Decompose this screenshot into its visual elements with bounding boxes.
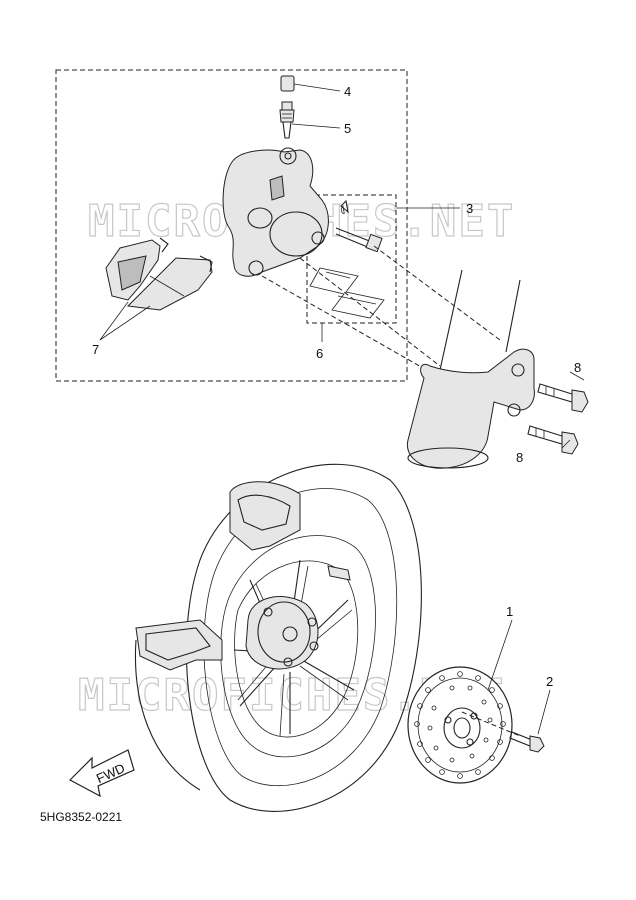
callout-4: 4 — [344, 84, 351, 99]
diagram-code: 5HG8352-0221 — [40, 810, 123, 824]
front-fork — [406, 269, 535, 469]
callout-2: 2 — [546, 674, 553, 689]
callout-8-upper: 8 — [574, 360, 581, 375]
callout-3: 3 — [466, 201, 473, 216]
brake-caliper — [222, 147, 329, 277]
callout-5: 5 — [344, 121, 351, 136]
callout-6: 6 — [316, 346, 323, 361]
wheel-hub — [245, 596, 319, 670]
callout-1: 1 — [506, 604, 513, 619]
mount-bolt-lower — [527, 425, 579, 455]
fwd-arrow-icon: FWD — [69, 749, 135, 798]
bolt-kit-box — [306, 194, 397, 324]
brake-pads — [105, 237, 213, 311]
caliper-assembly-box — [55, 69, 408, 382]
leader-dash-2 — [261, 275, 431, 373]
callout-8-lower: 8 — [516, 450, 523, 465]
caliper-pin-bolt — [335, 199, 383, 253]
front-wheel — [134, 463, 422, 812]
callout-leaders — [99, 207, 585, 735]
leader-dash-3 — [373, 245, 501, 341]
callout-7: 7 — [92, 342, 99, 357]
mount-bolt-upper — [537, 383, 589, 413]
bleed-cap — [280, 75, 341, 92]
tire-section-upper — [229, 481, 301, 551]
brake-disc — [407, 666, 513, 784]
leader-dash-1 — [299, 257, 441, 367]
valve-stem — [327, 565, 351, 581]
disc-bolt — [509, 731, 545, 753]
bleed-screw — [279, 101, 341, 139]
leader-dash-disc — [461, 711, 521, 737]
pad-spring — [309, 267, 385, 319]
